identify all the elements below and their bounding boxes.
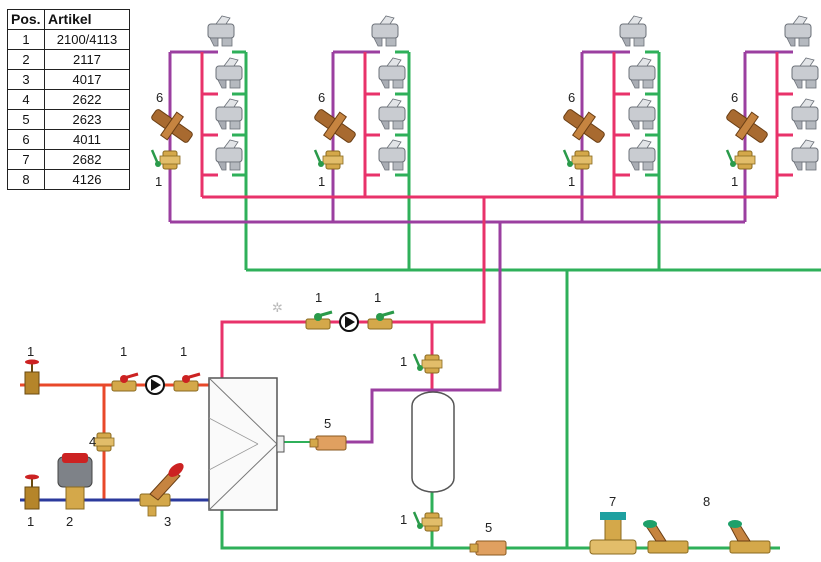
tap-icon — [628, 139, 656, 171]
label-pos4: 4 — [89, 434, 96, 449]
pump-icon — [339, 312, 359, 332]
tap-icon — [215, 57, 243, 89]
ball-valve-icon — [172, 372, 202, 393]
label-pos6: 6 — [568, 90, 575, 105]
shutoff-valve-icon — [734, 150, 756, 170]
gate-valve-icon — [24, 474, 40, 510]
ball-valve-icon — [366, 310, 396, 331]
balancing-valve-icon — [725, 107, 769, 145]
tap-icon — [784, 15, 812, 47]
bypass-valve-icon — [93, 432, 115, 452]
cell-artikel: 2623 — [44, 109, 130, 130]
valve-handles — [412, 353, 423, 529]
filter-valve-icon — [728, 520, 771, 554]
tap-icon — [215, 98, 243, 130]
shutoff-valve-icon — [322, 150, 344, 170]
riser-4 — [743, 50, 793, 222]
label-pos2: 2 — [66, 514, 73, 529]
drain-icon: ✲ — [272, 301, 283, 316]
balancing-valve-icon — [313, 107, 357, 145]
tap-icon — [371, 15, 399, 47]
shutoff-valve-icon — [421, 354, 443, 374]
tap-icon — [619, 15, 647, 47]
gate-valve-icon — [24, 359, 40, 395]
table-header-row: Pos. Artikel — [7, 9, 130, 30]
tap-icon — [378, 139, 406, 171]
pressure-reducer-icon — [589, 512, 637, 555]
tap-icon — [207, 15, 235, 47]
circulation-return-pipe — [346, 222, 502, 444]
pump-icon — [145, 375, 165, 395]
cell-artikel: 2682 — [44, 149, 130, 170]
check-valve-icon — [469, 540, 507, 556]
label-pos1: 1 — [180, 344, 187, 359]
balancing-valve-icon — [150, 107, 194, 145]
valve-handles — [150, 149, 736, 167]
label-pos1: 1 — [155, 174, 162, 189]
balancing-valve-icon — [562, 107, 606, 145]
cell-artikel: 4126 — [44, 169, 130, 190]
ball-valve-icon — [304, 310, 334, 331]
label-pos5: 5 — [485, 520, 492, 535]
label-pos7: 7 — [609, 494, 616, 509]
storage-tank — [411, 391, 455, 493]
tap-icon — [378, 57, 406, 89]
shutoff-valve-icon — [571, 150, 593, 170]
tap-icon — [791, 98, 819, 130]
header-pos: Pos. — [7, 9, 45, 30]
tap-icon — [791, 139, 819, 171]
label-pos1: 1 — [400, 512, 407, 527]
plate-heat-exchanger — [208, 377, 285, 511]
label-pos1: 1 — [318, 174, 325, 189]
label-pos3: 3 — [164, 514, 171, 529]
label-pos8: 8 — [703, 494, 710, 509]
label-pos6: 6 — [731, 90, 738, 105]
label-pos1: 1 — [400, 354, 407, 369]
label-pos1: 1 — [568, 174, 575, 189]
label-pos1: 1 — [27, 514, 34, 529]
motorized-valve-icon — [57, 453, 93, 510]
shutoff-valve-icon — [159, 150, 181, 170]
hot-water-supply-pipe — [220, 197, 486, 380]
ball-valve-icon — [110, 372, 140, 393]
tap-icon — [628, 57, 656, 89]
position-labels: 6 6 6 6 1 1 1 1 1 1 1 1 1 1 1 1 4 2 3 5 … — [27, 90, 738, 535]
check-valve-icon — [309, 435, 347, 451]
label-pos1: 1 — [27, 344, 34, 359]
cell-artikel: 2622 — [44, 89, 130, 110]
tap-icon — [215, 139, 243, 171]
tap-icon — [791, 57, 819, 89]
label-pos1: 1 — [374, 290, 381, 305]
label-pos5: 5 — [324, 416, 331, 431]
label-pos1: 1 — [120, 344, 127, 359]
riser-2 — [331, 50, 411, 270]
label-pos1: 1 — [731, 174, 738, 189]
tap-icon — [378, 98, 406, 130]
strainer-valve-icon — [139, 463, 184, 517]
tap-icon — [628, 98, 656, 130]
label-pos6: 6 — [156, 90, 163, 105]
label-pos1: 1 — [315, 290, 322, 305]
filter-valve-icon — [643, 520, 689, 554]
shutoff-valve-icon — [421, 512, 443, 532]
label-pos6: 6 — [318, 90, 325, 105]
riser-1 — [168, 50, 248, 270]
riser-3 — [580, 50, 661, 270]
